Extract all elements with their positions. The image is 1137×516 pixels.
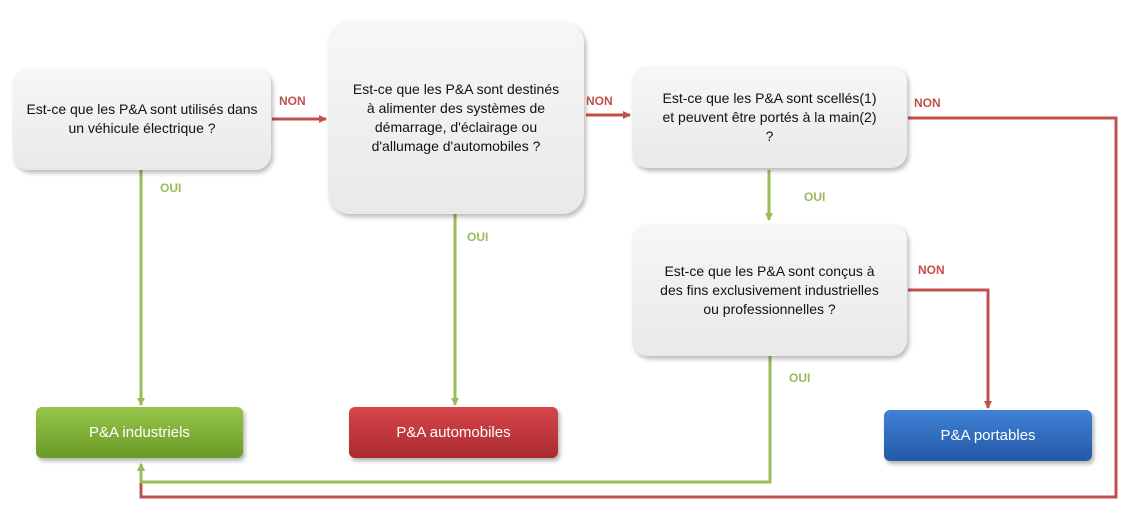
question-electric-vehicle: Est-ce que les P&A sont utilisés dans un… (13, 68, 271, 170)
label-no-q1: NON (279, 94, 306, 108)
label-yes-q1: OUI (160, 181, 182, 195)
label-no-q3: NON (914, 96, 941, 110)
result-industrial-batteries: P&A industriels (36, 407, 243, 458)
question-starting-lighting-ignition-text: Est-ce que les P&A sont destinés à alime… (352, 80, 560, 154)
arrow-q3-no-to-industrial (137, 116, 1118, 499)
label-yes-q2: OUI (467, 230, 489, 244)
question-industrial-professional: Est-ce que les P&A sont conçus à des fin… (632, 224, 907, 356)
label-yes-q4: OUI (789, 371, 811, 385)
arrow-q4-yes-to-industrial (137, 356, 772, 484)
result-automotive-batteries: P&A automobiles (349, 407, 558, 458)
label-yes-q3: OUI (804, 190, 826, 204)
result-industrial-batteries-label: P&A industriels (89, 424, 190, 441)
question-starting-lighting-ignition: Est-ce que les P&A sont destinés à alime… (328, 21, 584, 214)
result-portable-batteries-label: P&A portables (940, 427, 1036, 444)
result-automotive-batteries-label: P&A automobiles (396, 424, 511, 441)
arrow-q4-no-to-portable (908, 288, 992, 409)
question-sealed-portable-text: Est-ce que les P&A sont scellés(1) et pe… (662, 89, 877, 144)
question-electric-vehicle-text: Est-ce que les P&A sont utilisés dans un… (26, 101, 258, 136)
question-industrial-professional-text: Est-ce que les P&A sont conçus à des fin… (660, 262, 879, 317)
question-sealed-portable: Est-ce que les P&A sont scellés(1) et pe… (632, 66, 907, 168)
label-no-q2: NON (586, 94, 613, 108)
label-no-q4: NON (918, 263, 945, 277)
result-portable-batteries: P&A portables (884, 410, 1092, 461)
